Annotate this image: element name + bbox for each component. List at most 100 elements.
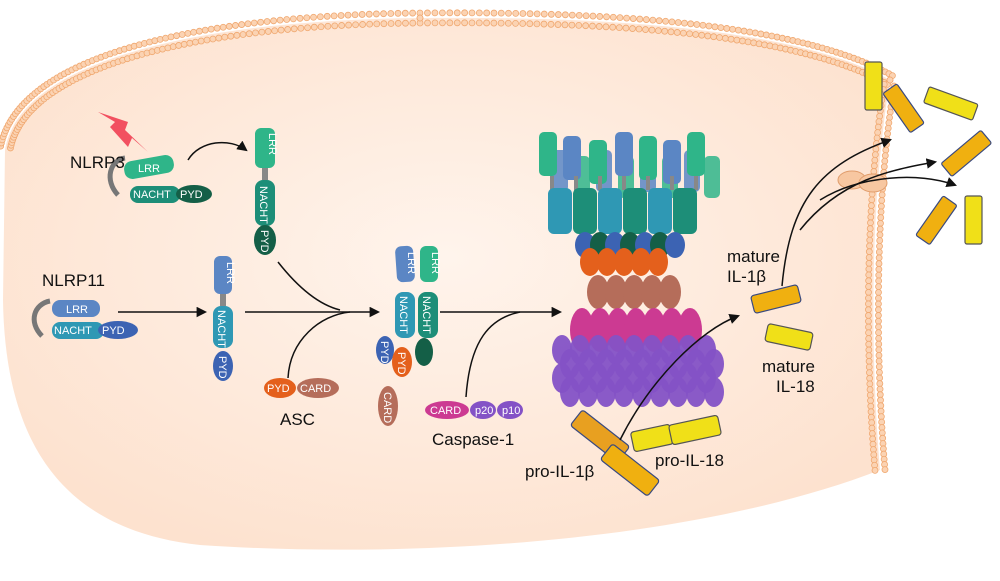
membrane-lipid (233, 31, 241, 39)
danger-signal-icon (98, 112, 148, 152)
membrane-lipid (554, 21, 562, 28)
membrane-lipid (512, 19, 519, 27)
membrane-lipid (875, 294, 882, 302)
membrane-lipid (875, 248, 883, 256)
nlrp3-nacht-label: NACHT (133, 189, 171, 201)
membrane-lipid (195, 27, 203, 35)
membrane-lipid (207, 25, 215, 33)
inflammasome-asc-pyd (580, 248, 600, 276)
membrane-lipid (270, 17, 277, 25)
membrane-lipid (875, 317, 882, 325)
membrane-lipid (219, 23, 227, 31)
membrane-lipid (875, 329, 882, 337)
membrane-lipid (648, 26, 656, 34)
nlrp11-nlrp3-asc-complex: LRR LRR NACHT NACHT PYD PYD CARD (376, 245, 441, 426)
membrane-lipid (372, 10, 380, 18)
inflammasome-lrr (615, 132, 633, 176)
membrane-lipid (867, 397, 874, 405)
inflammasome-nacht (648, 188, 672, 234)
membrane-lipid (746, 28, 754, 36)
membrane-lipid (245, 30, 253, 38)
nlrp3-label: NLRP3 (70, 153, 125, 172)
nlrp11-active-pyd-label: PYD (216, 356, 228, 379)
membrane-lipid (609, 23, 617, 31)
membrane-lipid (866, 386, 874, 393)
membrane-lipid (865, 283, 872, 290)
membrane-lipid (876, 368, 883, 376)
membrane-lipid (446, 19, 454, 27)
membrane-lipid (865, 265, 873, 273)
membrane-lipid (324, 22, 332, 30)
membrane-lipid (875, 334, 883, 342)
membrane-lipid (475, 19, 483, 27)
membrane-lipid (865, 300, 872, 308)
complex-nlrp11-nacht: NACHT (397, 296, 409, 334)
membrane-lipid (373, 20, 381, 28)
membrane-lipid (271, 27, 279, 35)
membrane-lipid (561, 21, 569, 29)
membrane-lipid (162, 34, 169, 42)
membrane-lipid (744, 38, 752, 46)
membrane-lipid (865, 363, 873, 371)
membrane-lipid (575, 12, 583, 19)
membrane-lipid (394, 9, 402, 17)
membrane-lipid (221, 33, 229, 41)
membrane-lipid (215, 34, 223, 42)
membrane-lipid (875, 323, 882, 331)
membrane-lipid (865, 294, 872, 302)
membrane-lipid (704, 32, 712, 40)
membrane-lipid (655, 17, 663, 25)
membrane-lipid (409, 9, 417, 17)
membrane-lipid (568, 11, 576, 19)
membrane-lipid (875, 352, 883, 359)
pro-il1b-label: pro-IL-1β (525, 462, 595, 481)
membrane-lipid (865, 340, 873, 348)
membrane-lipid (175, 42, 183, 49)
membrane-lipid (424, 19, 431, 27)
membrane-lipid (490, 19, 498, 27)
membrane-lipid (258, 28, 266, 36)
membrane-lipid (512, 9, 520, 17)
membrane-lipid (875, 300, 882, 308)
membrane-lipid (654, 27, 662, 35)
inflammasome-lrr (563, 136, 581, 180)
membrane-lipid (344, 11, 352, 19)
membrane-lipid (867, 219, 874, 227)
membrane-lipid (729, 25, 736, 33)
membrane-lipid (876, 231, 884, 239)
membrane-lipid (394, 19, 402, 27)
membrane-lipid (623, 14, 631, 22)
membrane-lipid (878, 197, 886, 204)
membrane-lipid (681, 19, 688, 27)
complex-nlrp11-pyd: PYD (378, 341, 390, 364)
membrane-lipid (875, 277, 883, 285)
inflammasome-linker (550, 176, 554, 190)
membrane-lipid (721, 34, 729, 42)
membrane-lipid (505, 9, 512, 17)
inflammasome-caspase (596, 377, 616, 407)
inflammasome-asc-card (623, 275, 645, 309)
membrane-lipid (446, 9, 454, 17)
inflammasome-nacht (548, 188, 572, 234)
inflammasome-linker (622, 176, 626, 190)
membrane-lipid (169, 43, 177, 51)
membrane-lipid (409, 19, 417, 27)
membrane-lipid (875, 265, 883, 273)
membrane-lipid (359, 21, 366, 28)
membrane-lipid (178, 31, 186, 38)
membrane-lipid (589, 22, 596, 30)
inflammasome-caspase (704, 377, 724, 407)
membrane-lipid (568, 21, 576, 29)
mature-il18-label-2: IL-18 (776, 377, 815, 396)
pro-il18 (630, 414, 722, 452)
membrane-lipid (232, 22, 239, 29)
membrane-lipid (483, 19, 490, 27)
membrane-lipid (877, 219, 884, 227)
nlrp11-active: LRR NACHT PYD (213, 256, 236, 381)
membrane-lipid (878, 191, 886, 199)
membrane-lipid (615, 24, 623, 32)
inflammasome-lrr (687, 132, 705, 176)
nlrp11-active-lrr-label: LRR (224, 262, 236, 284)
asc-card-label: CARD (300, 383, 331, 395)
